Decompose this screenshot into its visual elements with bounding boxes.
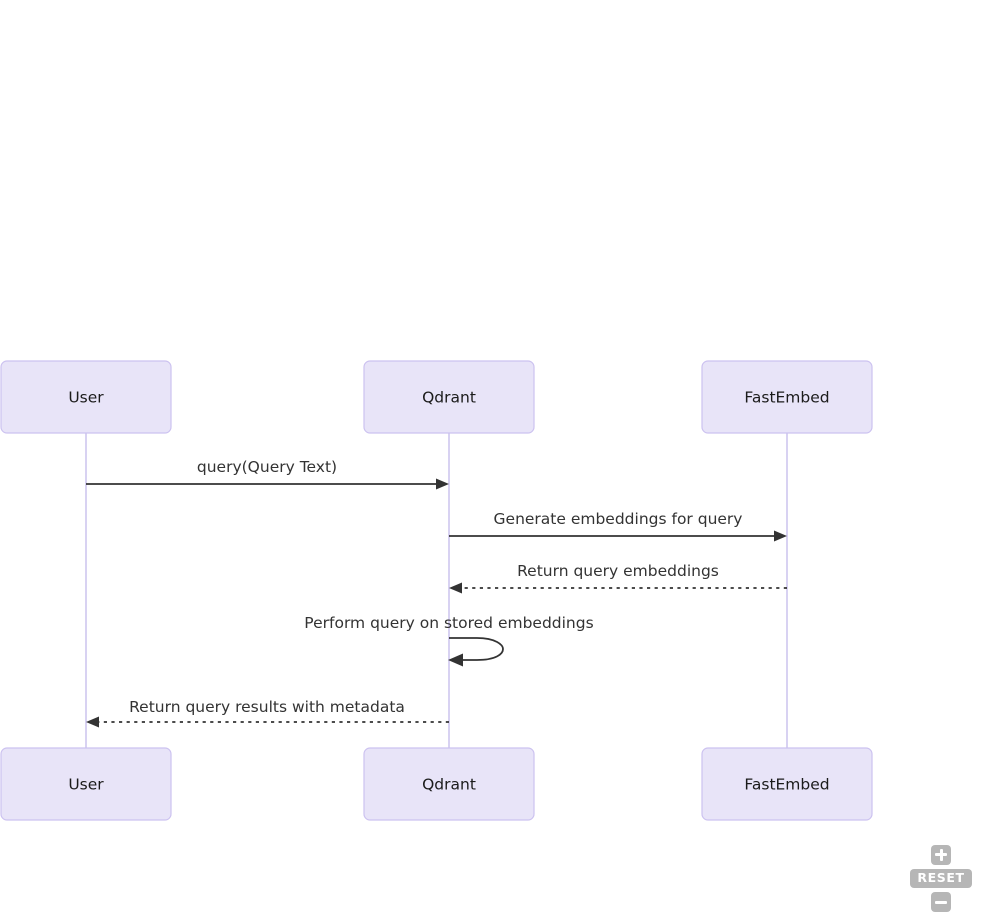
self-loop-path xyxy=(449,637,504,661)
message-3-return-query-embeddings[interactable]: Return query embeddings xyxy=(449,562,787,594)
lifelines xyxy=(85,433,788,748)
plus-icon-vertical xyxy=(939,848,943,861)
message-1-query-query-text[interactable]: query(Query Text) xyxy=(86,458,449,490)
zoom-in-button[interactable] xyxy=(931,844,951,865)
actor-box-fastembed-top[interactable]: FastEmbed xyxy=(701,360,873,434)
actor-box-qdrant-bottom[interactable]: Qdrant xyxy=(363,747,535,821)
actor-label-qdrant-bottom: Qdrant xyxy=(422,776,476,794)
zoom-out-button[interactable] xyxy=(931,892,951,912)
message-label: Return query results with metadata xyxy=(129,698,405,716)
message-label: query(Query Text) xyxy=(197,458,337,476)
actor-label-fastembed-top: FastEmbed xyxy=(744,389,829,407)
actor-rect xyxy=(701,360,873,434)
arrow-head-left-icon xyxy=(449,582,462,594)
message-2-generate-embeddings-for-query[interactable]: Generate embeddings for query xyxy=(449,510,787,542)
arrow-head-left-icon xyxy=(448,653,463,667)
message-label: Generate embeddings for query xyxy=(494,510,743,528)
message-label: Perform query on stored embeddings xyxy=(304,614,593,632)
actor-box-qdrant-top[interactable]: Qdrant xyxy=(363,360,535,434)
actor-box-fastembed-bottom[interactable]: FastEmbed xyxy=(701,747,873,821)
actor-label-user-bottom: User xyxy=(68,776,104,794)
actor-rect xyxy=(363,747,535,821)
zoom-controls: RESET xyxy=(910,844,972,912)
reset-zoom-button[interactable]: RESET xyxy=(910,868,972,888)
actor-box-user-bottom[interactable]: User xyxy=(0,747,172,821)
actor-box-user-top[interactable]: User xyxy=(0,360,172,434)
actor-rect xyxy=(0,747,172,821)
actor-boxes-bottom: User Qdrant FastEmbed xyxy=(0,747,873,821)
arrow-head-right-icon xyxy=(774,530,787,542)
actor-label-qdrant-top: Qdrant xyxy=(422,389,476,407)
actor-rect xyxy=(0,360,172,434)
arrow-head-left-icon xyxy=(86,716,99,728)
actor-label-user-top: User xyxy=(68,389,104,407)
actor-boxes-top: User Qdrant FastEmbed xyxy=(0,360,873,434)
message-4-perform-query-on-stored-embeddings[interactable]: Perform query on stored embeddings xyxy=(304,614,594,667)
actor-rect xyxy=(363,360,535,434)
message-5-return-query-results-with-metadata[interactable]: Return query results with metadata xyxy=(86,698,449,728)
minus-icon xyxy=(935,900,947,904)
actor-label-fastembed-bottom: FastEmbed xyxy=(744,776,829,794)
actor-rect xyxy=(701,747,873,821)
message-label: Return query embeddings xyxy=(517,562,719,580)
arrow-head-right-icon xyxy=(436,478,449,490)
